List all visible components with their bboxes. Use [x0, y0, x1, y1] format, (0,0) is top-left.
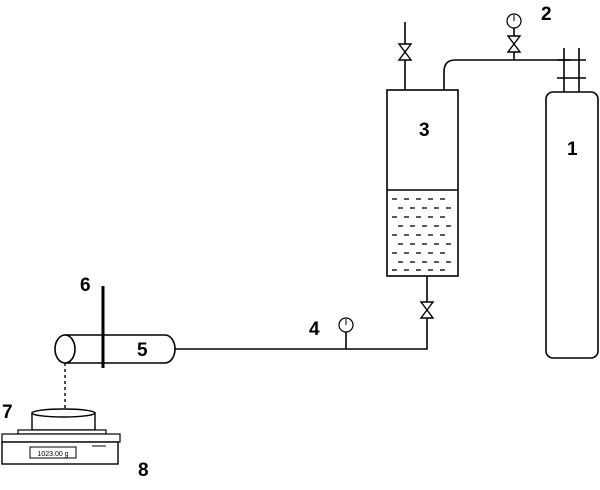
label-beaker: 7: [2, 402, 13, 423]
gas-cylinder: [545, 91, 599, 359]
beaker: [31, 408, 96, 431]
balance-display: [29, 446, 77, 459]
label-balance: 8: [138, 460, 149, 481]
label-cylinder: 1: [567, 139, 578, 160]
label-gauge-top: 2: [541, 4, 552, 25]
horizontal-vessel: [54, 334, 176, 364]
line-gauge-icon: [338, 317, 354, 349]
label-rod: 6: [80, 275, 91, 296]
gas-line: [443, 59, 571, 90]
liquid-line: [175, 318, 428, 350]
balance: 1023.00 g: [1, 429, 121, 465]
vent-valve: [397, 22, 413, 90]
top-valve: [506, 35, 522, 60]
reservoir-liquid: [387, 189, 458, 271]
cylinder-connector: [557, 48, 586, 92]
reservoir-vessel: [386, 89, 459, 277]
top-gauge-icon: [506, 13, 522, 36]
label-reservoir: 3: [419, 120, 430, 141]
label-line-gauge: 4: [309, 319, 320, 340]
balance-display-value: 1023.00 g: [37, 451, 68, 458]
outlet-valve: [419, 276, 435, 319]
label-pipe-vessel: 5: [137, 340, 148, 361]
